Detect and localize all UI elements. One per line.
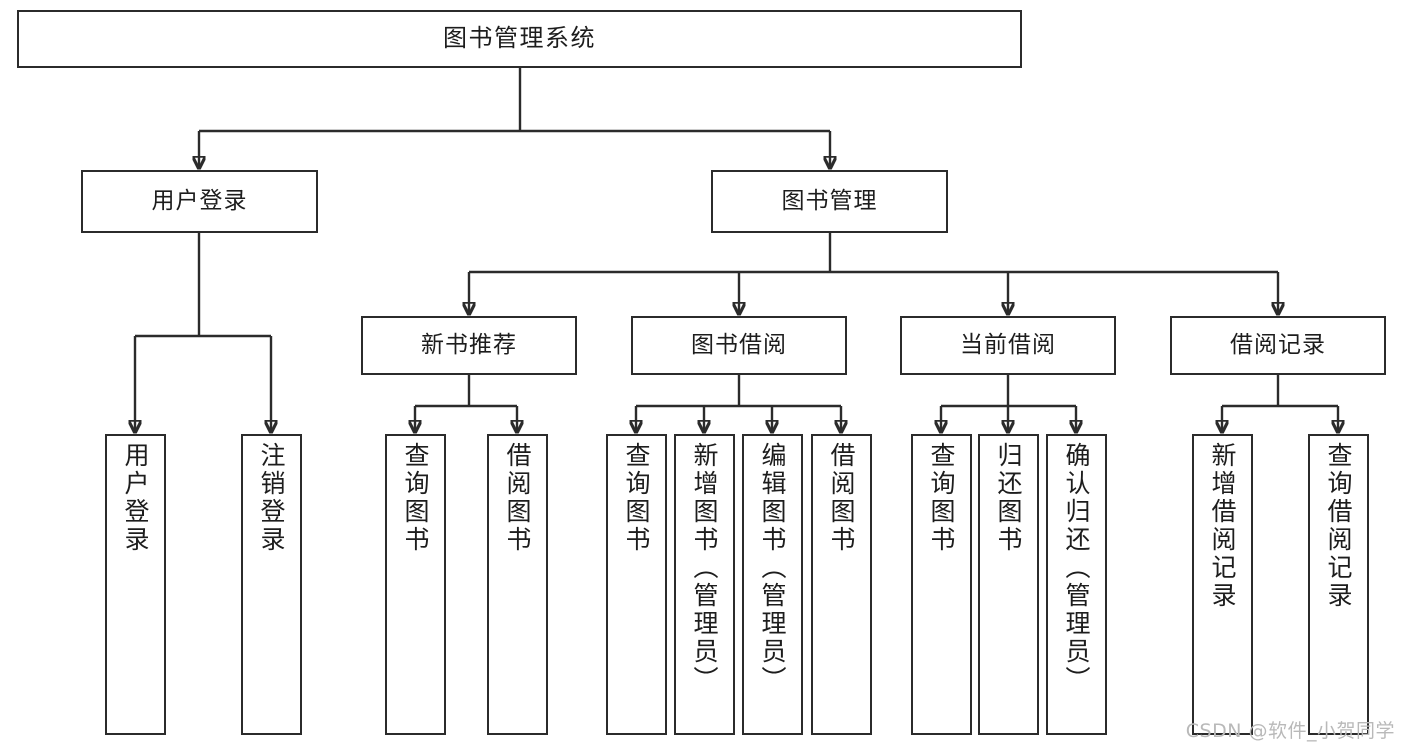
node-label: 借阅记录 xyxy=(1230,332,1326,359)
node-label: 查询图书 xyxy=(401,442,430,554)
node-label: 图书管理 xyxy=(781,188,878,215)
node-new-book-recommend[interactable]: 新书推荐 xyxy=(361,316,577,375)
node-label: 注销登录 xyxy=(257,442,286,554)
node-current-borrow[interactable]: 当前借阅 xyxy=(900,316,1116,375)
leaf-book-borrow-borrow[interactable]: 借阅图书 xyxy=(811,434,872,735)
watermark-text: CSDN @软件_小贺同学 xyxy=(1185,720,1395,742)
leaf-new-book-query[interactable]: 查询图书 xyxy=(385,434,446,735)
node-book-management[interactable]: 图书管理 xyxy=(711,170,948,233)
node-label: 新增图书（管理员） xyxy=(690,442,719,694)
node-borrow-records[interactable]: 借阅记录 xyxy=(1170,316,1386,375)
node-label: 用户登录 xyxy=(121,442,150,554)
node-label: 图书借阅 xyxy=(691,332,787,359)
node-root-system[interactable]: 图书管理系统 xyxy=(17,10,1022,68)
node-label: 当前借阅 xyxy=(960,332,1056,359)
node-label: 查询图书 xyxy=(927,442,956,554)
node-label: 新增借阅记录 xyxy=(1208,442,1237,610)
leaf-user-login-logout[interactable]: 注销登录 xyxy=(241,434,302,735)
leaf-new-book-borrow[interactable]: 借阅图书 xyxy=(487,434,548,735)
leaf-current-borrow-return[interactable]: 归还图书 xyxy=(978,434,1039,735)
node-label: 图书管理系统 xyxy=(443,24,596,53)
node-label: 新书推荐 xyxy=(421,332,517,359)
node-label: 编辑图书（管理员） xyxy=(758,442,787,694)
node-label: 用户登录 xyxy=(151,188,248,215)
node-label: 确认归还（管理员） xyxy=(1062,442,1091,694)
node-book-borrow[interactable]: 图书借阅 xyxy=(631,316,847,375)
node-label: 归还图书 xyxy=(994,442,1023,554)
leaf-user-login-login[interactable]: 用户登录 xyxy=(105,434,166,735)
node-label: 借阅图书 xyxy=(503,442,532,554)
node-label: 查询借阅记录 xyxy=(1324,442,1353,610)
node-user-login[interactable]: 用户登录 xyxy=(81,170,318,233)
leaf-book-borrow-edit[interactable]: 编辑图书（管理员） xyxy=(742,434,803,735)
leaf-records-query[interactable]: 查询借阅记录 xyxy=(1308,434,1369,735)
node-label: 查询图书 xyxy=(622,442,651,554)
node-label: 借阅图书 xyxy=(827,442,856,554)
leaf-book-borrow-add[interactable]: 新增图书（管理员） xyxy=(674,434,735,735)
leaf-records-add[interactable]: 新增借阅记录 xyxy=(1192,434,1253,735)
leaf-current-borrow-query[interactable]: 查询图书 xyxy=(911,434,972,735)
leaf-current-borrow-confirm-return[interactable]: 确认归还（管理员） xyxy=(1046,434,1107,735)
leaf-book-borrow-query[interactable]: 查询图书 xyxy=(606,434,667,735)
